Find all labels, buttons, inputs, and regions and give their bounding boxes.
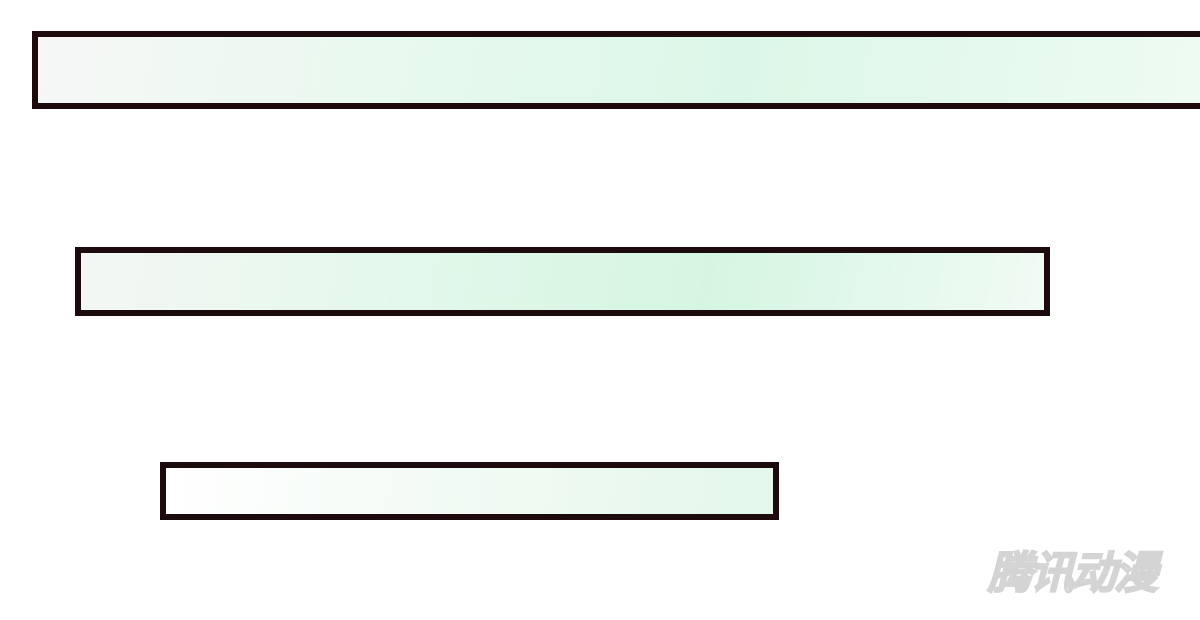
caption-box-1 — [32, 31, 1200, 109]
caption-box-3 — [160, 462, 779, 520]
caption-box-2 — [75, 247, 1050, 316]
watermark-logo: 腾讯动漫 — [987, 547, 1159, 600]
